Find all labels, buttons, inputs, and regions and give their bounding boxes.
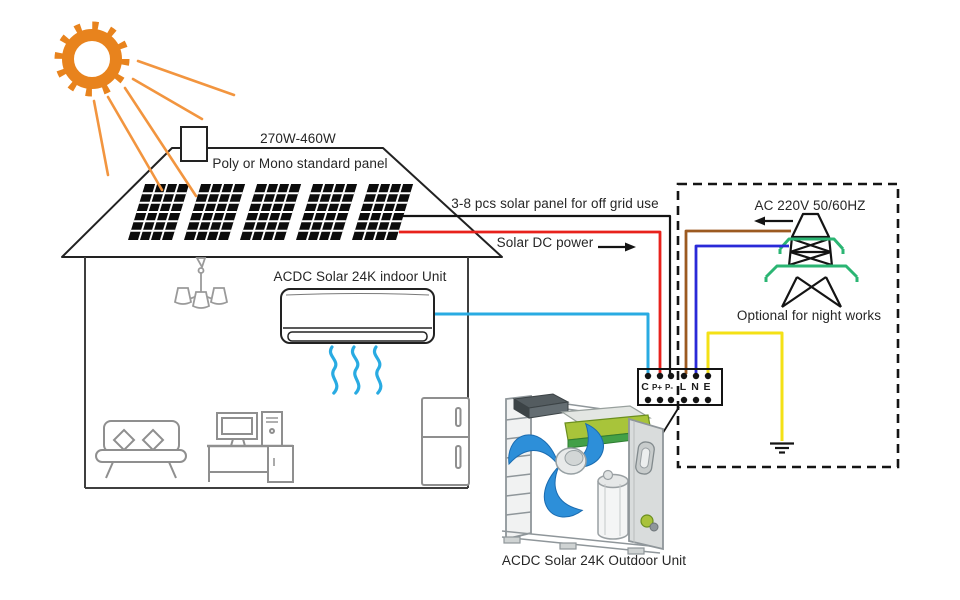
wire-live xyxy=(684,229,791,374)
dashed-boundary-box xyxy=(676,182,900,469)
power-tower-icon xyxy=(764,212,859,308)
chimney xyxy=(180,126,208,162)
sun-ray xyxy=(136,59,236,97)
airflow-waves xyxy=(328,345,383,395)
outdoor-unit xyxy=(501,393,664,555)
sun-ray xyxy=(92,99,110,177)
solar-panel xyxy=(128,184,190,240)
wire-dc-plus xyxy=(399,230,662,374)
terminal-label-c: C xyxy=(641,381,649,393)
wire-dc-minus xyxy=(403,214,672,374)
panel-count-label: 3-8 pcs solar panel for off grid use xyxy=(451,196,659,211)
ac-direction-arrow xyxy=(754,216,793,226)
terminal-label-p-plus: P+ xyxy=(651,383,663,392)
fan-motor xyxy=(555,447,587,475)
sun-ray xyxy=(123,86,198,198)
sofa-icon xyxy=(95,420,187,479)
solar-panel xyxy=(296,184,358,240)
desk-computer-icon xyxy=(207,411,294,483)
terminal-label-p-minus: P- xyxy=(665,383,673,392)
compressor xyxy=(597,469,629,540)
indoor-unit-label: ACDC Solar 24K indoor Unit xyxy=(273,269,447,284)
terminal-block xyxy=(637,368,723,406)
wire-communication xyxy=(435,312,650,374)
ac-source-label: AC 220V 50/60HZ xyxy=(754,198,866,213)
solar-panel xyxy=(240,184,302,240)
sun-rays xyxy=(92,59,236,198)
outdoor-inverter-board xyxy=(560,405,652,449)
dc-power-label: Solar DC power xyxy=(496,235,594,250)
terminal-label-e: E xyxy=(703,381,711,393)
panel-type-label: Poly or Mono standard panel xyxy=(212,156,388,171)
chandelier-icon xyxy=(173,257,229,309)
dc-direction-arrow xyxy=(598,242,636,252)
valve-detail xyxy=(640,514,654,528)
outdoor-side-panel xyxy=(628,417,664,551)
ground-icon xyxy=(770,442,794,454)
fridge-icon xyxy=(421,397,470,486)
outdoor-unit-label: ACDC Solar 24K Outdoor Unit xyxy=(501,553,687,568)
terminal-label-n: N xyxy=(691,381,699,393)
panel-power-label: 270W-460W xyxy=(260,131,336,146)
sun-ray xyxy=(106,95,164,192)
wire-neutral xyxy=(694,244,789,374)
solar-panel-array xyxy=(128,184,414,240)
outdoor-control-box xyxy=(512,393,570,419)
solar-panel xyxy=(352,184,414,240)
wire-earth xyxy=(706,331,784,441)
terminal-label-l: L xyxy=(679,381,687,393)
terminal-dots xyxy=(644,372,712,404)
night-works-label: Optional for night works xyxy=(736,308,882,323)
sun-ray xyxy=(131,77,204,121)
sun-icon xyxy=(54,21,130,97)
solar-panel xyxy=(184,184,246,240)
indoor-ac-unit xyxy=(280,288,435,344)
